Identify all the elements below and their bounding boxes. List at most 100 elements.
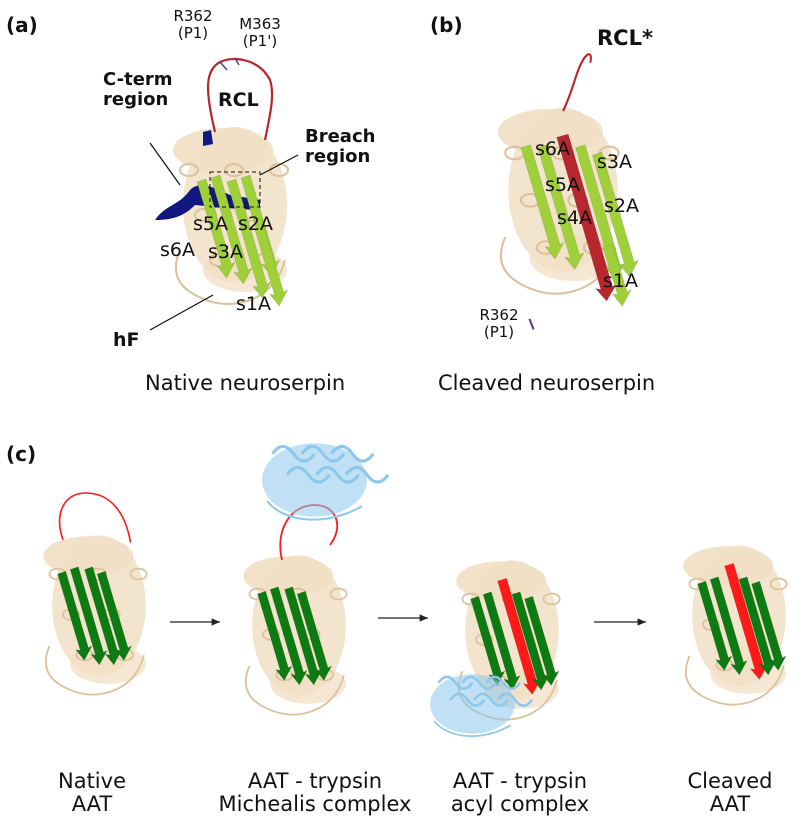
caption-line1: Cleaved	[687, 769, 773, 793]
p1-residue-label: R362 (P1)	[165, 8, 221, 41]
trypsin-sheet	[300, 444, 346, 463]
trypsin-sheet	[330, 444, 375, 463]
strand	[96, 570, 133, 661]
michaelis-trypsin	[262, 443, 390, 521]
caption-michaelis-complex: AAT - trypsin Michealis complex	[210, 769, 420, 817]
b-p1-tag: (P1)	[483, 322, 515, 341]
michaelis-complex-aat	[243, 555, 348, 716]
cterm-fragment	[203, 130, 213, 146]
strand-s4a-label: s4A	[557, 207, 592, 229]
cterm-region-label: C-term region	[103, 70, 173, 110]
cterm-line1: C-term	[103, 69, 173, 90]
breach-line1: Breach	[305, 126, 376, 147]
strand-s6a-label: s6A	[535, 138, 570, 160]
strand-s3a-label: s3A	[597, 151, 632, 173]
breach-region-box	[209, 171, 261, 208]
strand	[751, 580, 787, 671]
strand	[482, 591, 521, 691]
breach-leader-line	[259, 154, 299, 176]
trypsin-loop	[266, 500, 363, 521]
strand-s5a	[210, 174, 253, 285]
trypsin-sheet	[473, 692, 510, 707]
native-aat-structure	[43, 492, 148, 696]
caption-native-aat: Native AAT	[22, 769, 162, 817]
trypsin-sheet	[344, 465, 390, 484]
loop-trace	[685, 655, 785, 706]
hf-leader-line	[149, 294, 214, 331]
b-p1-sidechain	[528, 318, 535, 330]
helix-turn	[224, 163, 244, 177]
strand-s4a-inserted	[556, 133, 618, 302]
strand-s2a-label: s2A	[604, 195, 639, 217]
p1prime-residue-label: M363 (P1')	[232, 16, 288, 49]
caption-line2: AAT	[71, 792, 113, 817]
acyl-complex-aat	[456, 560, 561, 721]
helix-turn	[542, 592, 561, 606]
panel-b-label: (b)	[430, 13, 463, 37]
trypsin-sheet	[449, 692, 486, 707]
trypsin-loop	[433, 720, 512, 737]
strand-s5a-label: s5A	[545, 174, 580, 196]
strand-s1a	[602, 243, 632, 307]
strand-s3a-label: s3A	[208, 241, 243, 263]
breach-line2: region	[305, 145, 371, 167]
strand-s2a	[592, 151, 640, 278]
caption-line2: acyl complex	[450, 792, 590, 817]
strand	[296, 590, 333, 681]
native-aat-structure-body	[43, 535, 148, 696]
helix-turn	[769, 577, 788, 591]
strand-s6a	[520, 144, 565, 260]
caption-cleaved-aat: Cleaved AAT	[665, 769, 795, 817]
strand	[84, 566, 123, 666]
strand	[709, 576, 748, 676]
strand	[524, 595, 560, 686]
strand-s5a-label: s5A	[193, 213, 228, 235]
rcl-star-label: RCL*	[597, 26, 653, 50]
strand-s5a	[537, 144, 585, 271]
caption-line2: AAT	[709, 792, 751, 817]
breach-region-label: Breach region	[305, 127, 375, 167]
b-p1-residue: R362	[479, 306, 519, 324]
loop-trace	[45, 645, 145, 696]
panel-c-label: (c)	[6, 442, 37, 466]
caption-line2: Michealis complex	[218, 792, 412, 817]
caption-line1: AAT - trypsin	[452, 769, 588, 793]
michaelis-complex-aat-body	[243, 555, 348, 716]
strand-s1a	[254, 226, 289, 307]
p1prime-tag: (P1')	[242, 31, 278, 50]
panel-a-caption: Native neuroserpin	[145, 371, 346, 395]
caption-line1: Native	[58, 769, 126, 793]
strand-s1a-label: s1A	[236, 293, 271, 315]
strand-s6a-label: s6A	[160, 239, 195, 261]
rcl-star-end	[562, 53, 592, 112]
hf-label: hF	[113, 329, 140, 351]
b-p1-residue-label: R362 (P1)	[466, 307, 532, 340]
strand	[57, 570, 93, 661]
trypsin-sheet	[285, 465, 331, 484]
helix-turn	[129, 567, 148, 581]
caption-line1: AAT - trypsin	[247, 769, 383, 793]
native-neuroserpin-structure	[155, 57, 289, 307]
strand	[697, 580, 733, 671]
p1-sidechain	[219, 57, 240, 71]
rcl-loop	[58, 492, 132, 543]
cterm-leader-line	[149, 142, 181, 186]
serpin-top-sheet	[43, 536, 134, 576]
cleaved-aat-structure	[683, 545, 788, 706]
strand	[257, 590, 293, 681]
strand	[269, 586, 308, 686]
inserted-rcl-strand	[497, 577, 542, 695]
strand	[284, 586, 323, 686]
cterm-line2: region	[103, 88, 169, 110]
trypsin-sheet	[496, 692, 534, 707]
trypsin-sheet	[271, 444, 316, 463]
strand	[470, 595, 506, 686]
strand	[511, 591, 550, 691]
serpin-top-sheet	[243, 556, 334, 596]
rcl-loop	[206, 58, 274, 141]
helix-turn	[329, 587, 348, 601]
strand-s3a	[226, 178, 272, 299]
p1prime-residue: M363	[239, 15, 281, 33]
acyl-trypsin	[430, 674, 534, 737]
